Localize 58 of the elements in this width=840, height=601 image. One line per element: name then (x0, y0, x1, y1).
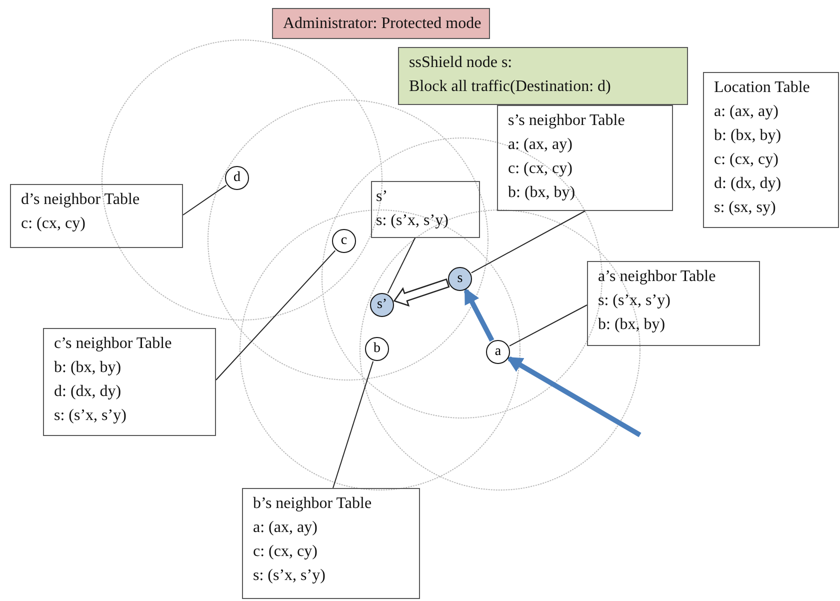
neighbor-table (497, 105, 673, 211)
table-entry: a: (ax, ay) (508, 135, 574, 155)
network-node (225, 166, 249, 190)
node-label: b (374, 341, 380, 357)
table-entry: a: (ax, ay) (253, 518, 318, 538)
location-table (703, 72, 839, 228)
table-entry: c: (cx, cy) (253, 542, 318, 562)
node-label: a (494, 344, 502, 360)
table-heading: s’s neighbor Table (508, 111, 626, 131)
table-heading: a’s neighbor Table (598, 267, 717, 287)
table-entry: c: (cx, cy) (508, 159, 574, 179)
leader-line (387, 238, 416, 294)
traffic-arrow (506, 356, 642, 438)
table-entry: s: (s’x, s’y) (598, 291, 672, 311)
node-label: d (234, 170, 240, 186)
node-label: s (457, 271, 463, 287)
network-node (365, 337, 389, 361)
neighbor-table (242, 488, 420, 599)
table-entry: b: (bx, by) (714, 126, 782, 146)
table-heading: s’ (376, 187, 389, 207)
leader-line (509, 304, 588, 346)
table-entry: b: (bx, by) (54, 358, 122, 378)
table-heading: ssShield node s: (409, 53, 514, 73)
spoofed-table (371, 181, 480, 238)
mode-banner (272, 8, 490, 39)
table-entry: s: (s’x, s’y) (253, 566, 326, 586)
status-note (398, 47, 688, 105)
neighbor-table (43, 328, 216, 436)
network-node (448, 267, 472, 291)
leader-line (182, 184, 227, 216)
neighbor-table (587, 261, 760, 346)
table-heading: Location Table (714, 78, 811, 98)
table-entry: c: (cx, cy) (21, 214, 86, 234)
table-entry: s: (sx, sy) (714, 198, 777, 218)
table-entry: s: (s’x, s’y) (54, 406, 128, 426)
table-entry: b: (bx, by) (598, 315, 666, 335)
leader-line (332, 360, 374, 488)
network-node (486, 340, 510, 364)
node-label: s’ (376, 297, 388, 313)
table-entry: b: (bx, by) (508, 183, 576, 203)
neighbor-table (10, 184, 183, 248)
banner-text: Administrator: Protected mode (283, 14, 479, 34)
traffic-arrow (464, 288, 494, 342)
table-entry: Block all traffic(Destination: d) (409, 77, 612, 97)
network-node (332, 229, 356, 253)
table-entry: c: (cx, cy) (714, 150, 780, 170)
block-arrow (393, 278, 450, 307)
table-entry: d: (dx, dy) (54, 382, 122, 402)
table-entry: d: (dx, dy) (714, 174, 782, 194)
leader-line (216, 250, 336, 380)
node-label: c (340, 233, 348, 249)
table-heading: c’s neighbor Table (54, 334, 173, 354)
leader-line (470, 210, 586, 274)
table-heading: b’s neighbor Table (253, 494, 373, 514)
table-heading: d’s neighbor Table (21, 190, 141, 210)
network-node (370, 293, 394, 317)
table-entry: a: (ax, ay) (714, 102, 780, 122)
table-entry: s: (s’x, s’y) (376, 211, 450, 231)
